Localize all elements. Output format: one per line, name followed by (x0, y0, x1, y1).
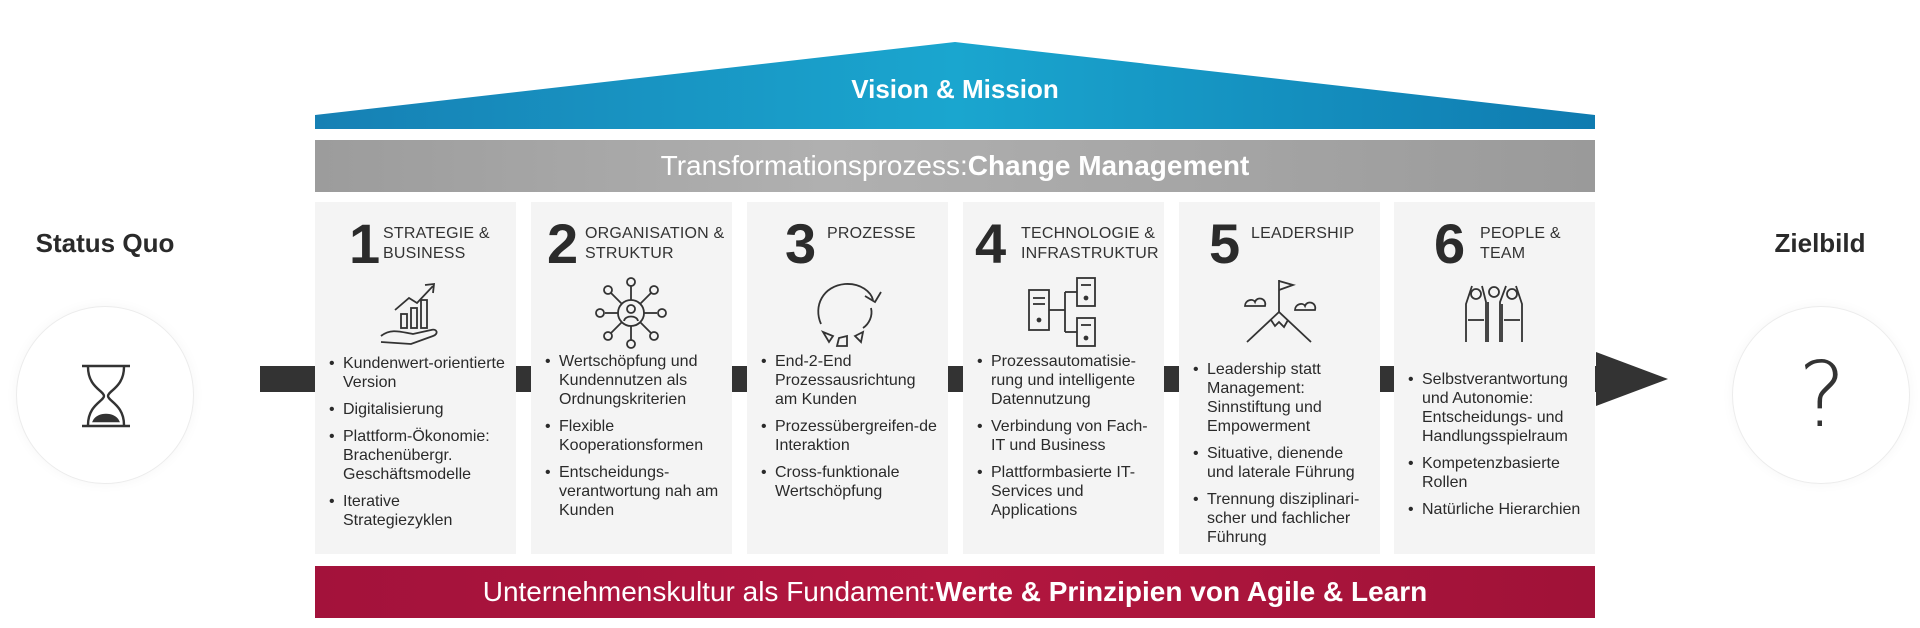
pillar-title-line: STRATEGIE & (383, 225, 490, 242)
pillar-title: STRATEGIE & BUSINESS (383, 224, 490, 264)
list-item: Prozessübergreifen-de Interaktion (761, 417, 942, 455)
change-band-bold: Change Management (967, 150, 1250, 181)
list-item: Situative, dienende und laterale Führung (1193, 444, 1374, 482)
list-item: Wertschöpfung und Kundennutzen als Ordnu… (545, 352, 726, 409)
pillar-number: 5 (1209, 212, 1241, 275)
progress-arrow-head (1596, 352, 1668, 406)
pillar-number: 4 (975, 212, 1007, 275)
change-band-prefix: Transformationsprozess: (660, 150, 968, 181)
list-item: Plattformbasierte IT-Services und Applic… (977, 463, 1158, 520)
cycle-arrow-icon (817, 283, 882, 347)
foundation-bold: Werte & Prinzipien von Agile & Learn (935, 576, 1428, 607)
pillar-number: 2 (547, 212, 579, 275)
pillar-leadership: 5 LEADERSHIP Leadership statt Management… (1179, 202, 1380, 554)
list-item: Digitalisierung (329, 400, 510, 419)
pillar-title: ORGANISATION & STRUKTUR (585, 224, 724, 264)
hourglass-icon (17, 307, 195, 485)
list-item: Selbstverantwortung und Autonomie: Entsc… (1408, 370, 1589, 446)
network-person-icon (595, 277, 667, 349)
pillar-title: PEOPLE & TEAM (1480, 224, 1561, 264)
pillar-title-line: TEAM (1480, 245, 1526, 262)
zielbild-title: Zielbild (1774, 228, 1866, 258)
foundation-band: Unternehmenskultur als Fundament: Werte … (315, 566, 1595, 618)
pillar-title-line: INFRASTRUKTUR (1021, 245, 1159, 262)
list-item: Kundenwert-orientierte Version (329, 354, 510, 392)
list-item: Cross-funktionale Wertschöpfung (761, 463, 942, 501)
pillar-strategie: 1 STRATEGIE & BUSINESS Kundenwert-orienti… (315, 202, 516, 554)
list-item: Plattform-Ökonomie: Brachenübergr. Gesch… (329, 427, 510, 484)
pillar-technologie: 4 TECHNOLOGIE & INFRASTRUKTUR Prozessauto… (963, 202, 1164, 554)
list-item: Entscheidungs-verantwortung nah am Kunde… (545, 463, 726, 520)
vision-mission-label: Vision & Mission (851, 74, 1059, 104)
vision-mission-roof (315, 42, 1595, 129)
pillar-title-line: ORGANISATION & (585, 225, 725, 242)
pillar-title: TECHNOLOGIE & INFRASTRUKTUR (1021, 224, 1159, 264)
servers-icon (1028, 277, 1096, 347)
list-item: Prozessautomatisie-rung und intelligente… (977, 352, 1158, 409)
pillar-title: PROZESSE (827, 224, 916, 244)
pillar-title-line: TECHNOLOGIE & (1021, 225, 1156, 242)
status-quo-circle (16, 306, 194, 484)
pillar-prozesse: 3 PROZESSE End-2-End Prozessausrichtung … (747, 202, 948, 554)
zielbild-circle: ? (1732, 306, 1910, 484)
pillar-number: 3 (785, 212, 817, 275)
change-management-band: Transformationsprozess: Change Managemen… (315, 140, 1595, 192)
list-item: Trennung disziplinari-scher und fachlich… (1193, 490, 1374, 547)
pillar-organisation: 2 ORGANISATION & STRUKTUR Wertschöpfung u… (531, 202, 732, 554)
list-item: Leadership statt Management: Sinnstiftun… (1193, 360, 1374, 436)
list-item: Natürliche Hierarchien (1408, 500, 1589, 519)
list-item: Verbindung von Fach-IT und Business (977, 417, 1158, 455)
list-item: Flexible Kooperationsformen (545, 417, 726, 455)
pillar-title-line: PEOPLE & (1480, 225, 1561, 242)
team-icon (1465, 285, 1523, 342)
pillar-title-line: LEADERSHIP (1251, 225, 1355, 242)
pillar-number: 6 (1434, 212, 1466, 275)
pillar-title: LEADERSHIP (1251, 224, 1354, 244)
pillar-people: 6 PEOPLE & TEAM Selbstverantwortung und A… (1394, 202, 1595, 554)
pillar-number: 1 (349, 212, 381, 275)
list-item: Kompetenzbasierte Rollen (1408, 454, 1589, 492)
pillar-title-line: STRUKTUR (585, 245, 674, 262)
mountain-flag-icon (1244, 280, 1317, 343)
list-item: Iterative Strategiezyklen (329, 492, 510, 530)
foundation-prefix: Unternehmenskultur als Fundament: (482, 576, 936, 607)
status-quo-title: Status Quo (35, 228, 175, 258)
question-mark: ? (1798, 343, 1846, 448)
pillar-title-line: PROZESSE (827, 225, 916, 242)
pillar-title-line: BUSINESS (383, 245, 466, 262)
list-item: End-2-End Prozessausrichtung am Kunden (761, 352, 942, 409)
growth-chart-hand-icon (380, 282, 438, 345)
